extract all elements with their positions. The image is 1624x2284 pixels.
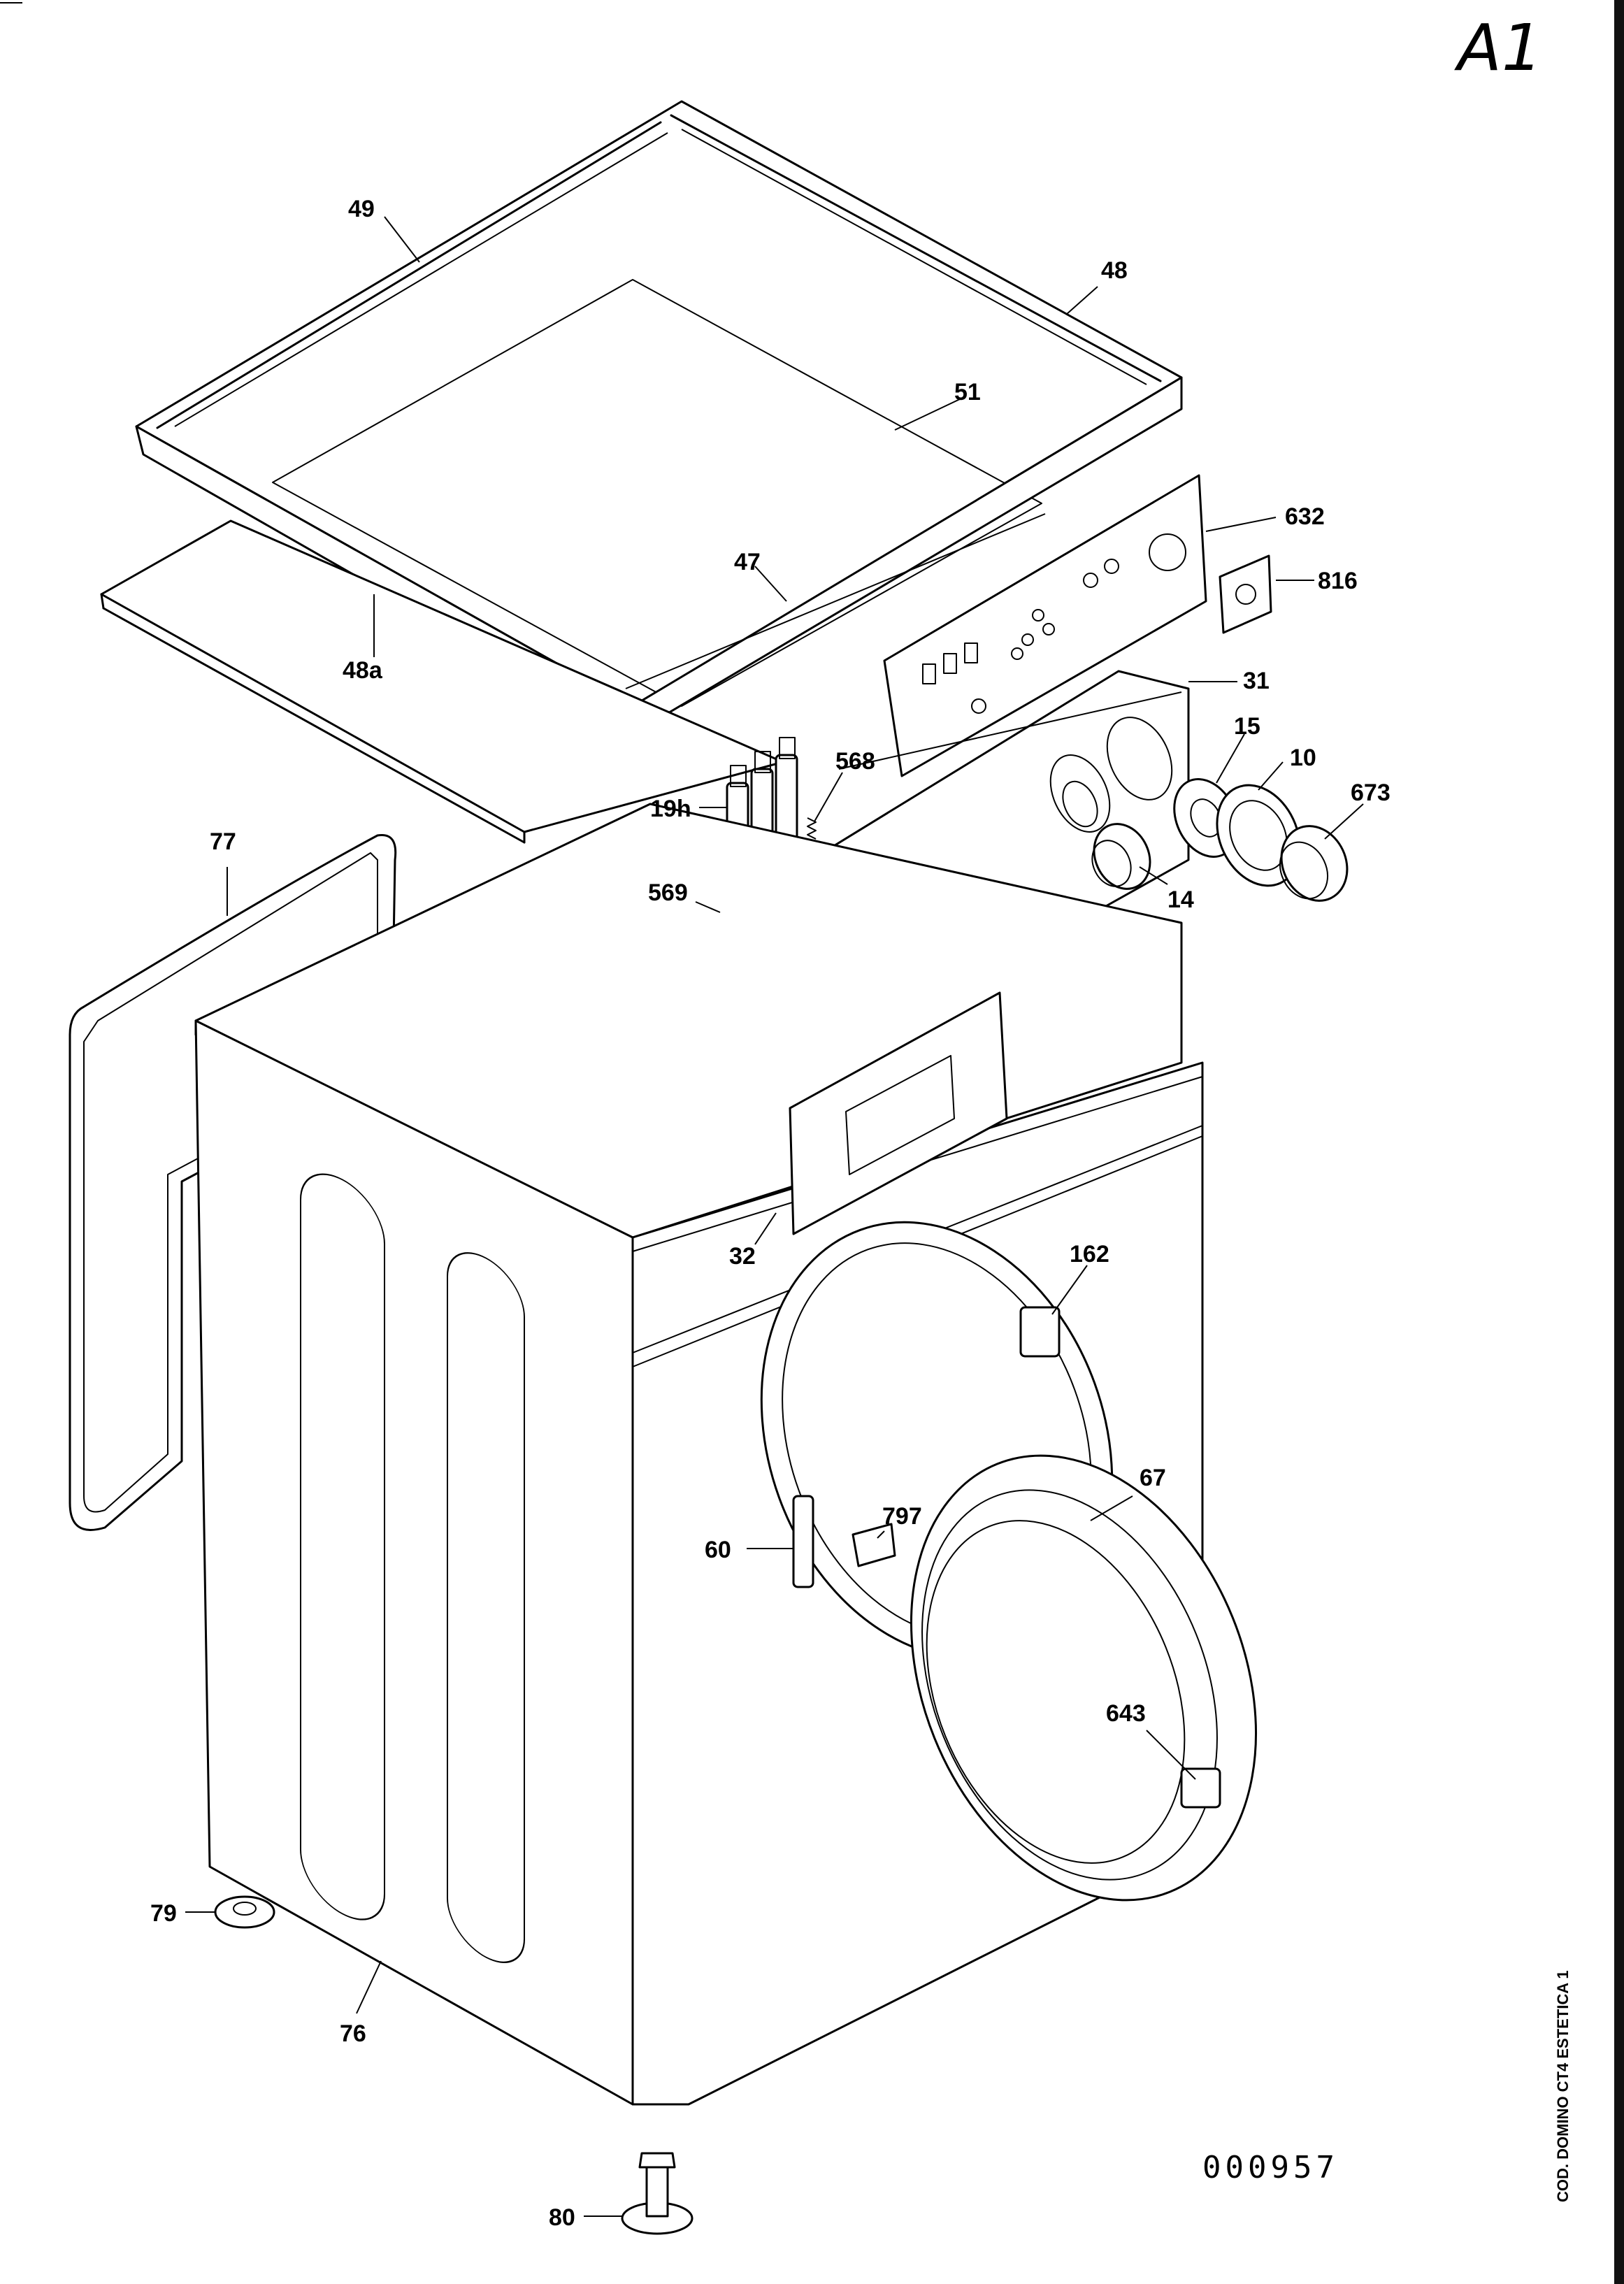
- hinge-60: [792, 1495, 814, 1588]
- label-80: 80: [549, 2204, 575, 2231]
- label-568: 568: [835, 748, 875, 775]
- door-handle-643: [1180, 1767, 1221, 1809]
- drawing-number: 000957: [1202, 2150, 1339, 2185]
- label-48: 48: [1101, 257, 1128, 284]
- label-14: 14: [1167, 886, 1194, 913]
- label-19h: 19h: [650, 796, 691, 822]
- door-67: [910, 1454, 1257, 1902]
- code-vertical: COD. DOMINO CT4 ESTETICA 1: [1554, 1970, 1572, 2202]
- label-673: 673: [1351, 780, 1391, 806]
- label-632: 632: [1285, 503, 1325, 530]
- label-31: 31: [1243, 668, 1270, 694]
- label-643: 643: [1106, 1700, 1146, 1727]
- lock-162: [1019, 1306, 1061, 1358]
- label-15: 15: [1234, 713, 1260, 740]
- drawer-32: [789, 991, 1008, 1235]
- label-48a: 48a: [343, 657, 383, 684]
- scan-edge: [1614, 0, 1624, 2284]
- label-67: 67: [1140, 1465, 1166, 1491]
- knob-14: [1091, 823, 1151, 890]
- foot-80: [621, 2152, 694, 2235]
- label-60: 60: [705, 1537, 731, 1563]
- label-797: 797: [882, 1503, 922, 1530]
- label-47: 47: [734, 549, 761, 575]
- part-labels: 49 48 51 47 48a 632 816 31 15 10 673 568…: [150, 196, 1391, 2231]
- control-pcb-632: [883, 474, 1207, 777]
- label-51: 51: [954, 379, 981, 405]
- foot-79: [214, 1895, 275, 1929]
- label-49: 49: [348, 196, 375, 222]
- label-162: 162: [1070, 1241, 1109, 1267]
- label-79: 79: [150, 1900, 177, 1927]
- sheet-id: A1: [1454, 10, 1542, 85]
- label-816: 816: [1318, 568, 1358, 594]
- label-77: 77: [210, 828, 236, 855]
- label-76: 76: [340, 2020, 366, 2047]
- knob-673: [1279, 825, 1349, 902]
- label-10: 10: [1290, 745, 1316, 771]
- label-569: 569: [648, 879, 688, 906]
- plate-816: [1219, 554, 1272, 634]
- label-32: 32: [729, 1243, 756, 1270]
- catch-797: [851, 1523, 896, 1567]
- leader-lines: [185, 216, 1364, 2217]
- knob-ring-10: [1216, 784, 1301, 887]
